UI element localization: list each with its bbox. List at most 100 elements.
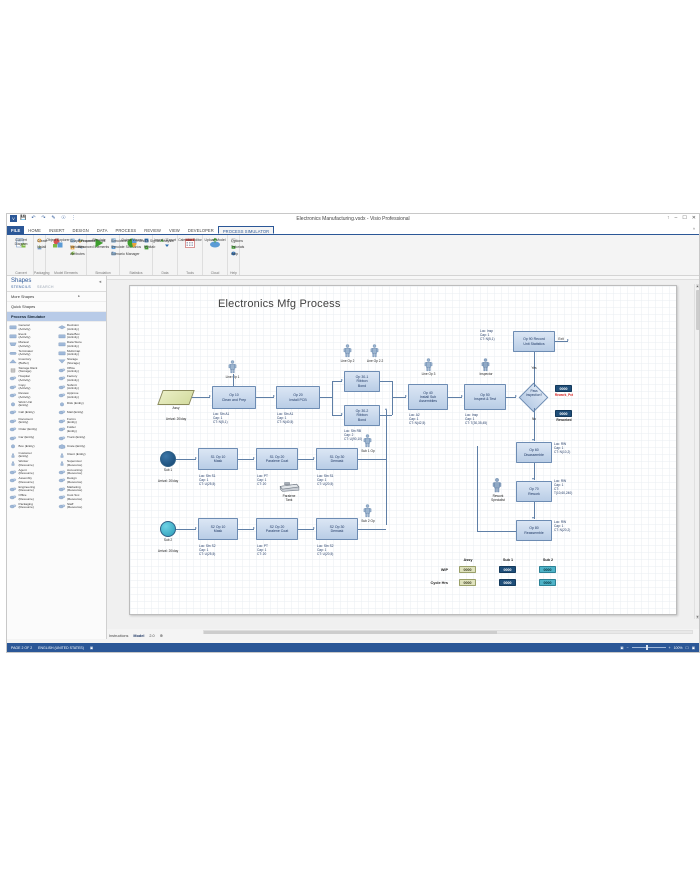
status-language[interactable]: ENGLISH (UNITED STATES) xyxy=(38,645,84,650)
tab-stencils[interactable]: STENCILS xyxy=(11,285,31,289)
tab-process-simulator[interactable]: PROCESS SIMULATOR xyxy=(217,226,275,234)
resource-groups-button[interactable]: Resource Groups xyxy=(78,238,105,243)
fit-page-icon[interactable]: ▣ xyxy=(620,645,624,650)
entity-sub1-shape[interactable] xyxy=(160,451,176,467)
install-button[interactable]: Install xyxy=(37,244,46,250)
macro-record-icon[interactable]: ▣ xyxy=(89,645,94,650)
tab-review[interactable]: REVIEW xyxy=(144,228,162,233)
stencil-item[interactable]: Inventory (Buffer) xyxy=(9,357,57,365)
activity-op30-1[interactable]: Op 30-1 Ribbon Bond xyxy=(344,371,380,392)
stencil-item[interactable]: Order (Entity) xyxy=(9,426,57,433)
stencil-item[interactable]: Call (Entity) xyxy=(9,409,57,416)
page-tab-instructions[interactable]: Instructions xyxy=(109,633,129,638)
entity-sub2-shape[interactable] xyxy=(160,521,176,537)
add-page-button[interactable]: ⊕ xyxy=(159,634,163,638)
activity-op40[interactable]: Op 40 Install Sub Assemblies xyxy=(408,384,448,410)
stats-wip-sub2[interactable]: 0000 xyxy=(539,566,556,573)
activity-op80[interactable]: Op 80 Reassemble xyxy=(516,520,552,541)
tab-data[interactable]: DATA xyxy=(96,228,108,233)
close-icon[interactable]: ✕ xyxy=(691,215,696,221)
status-page-indicator[interactable]: PAGE 2 OF 2 xyxy=(11,645,33,650)
upload-model-button[interactable]: Upload Model xyxy=(205,236,225,249)
tab-insert[interactable]: INSERT xyxy=(48,228,65,233)
canvas-scroll-region[interactable]: Electronics Mfg Process Assy Arrival: 20… xyxy=(107,280,699,629)
zoom-out-button[interactable]: − xyxy=(626,645,629,650)
presentation-icon[interactable]: ▣ xyxy=(691,645,695,650)
window-controls[interactable]: ↑ – ☐ ✕ xyxy=(667,215,696,221)
redo-icon[interactable]: ↷ xyxy=(41,215,46,221)
display-reworked-value[interactable]: 0000 xyxy=(555,410,572,417)
stencil-item[interactable]: Truck (Entity) xyxy=(58,435,106,442)
ribbon-tab-strip[interactable]: FILE HOME INSERT DESIGN DATA PROCESS REV… xyxy=(7,226,699,235)
zoom-level-label[interactable]: 100% xyxy=(673,645,683,650)
zoom-slider-knob[interactable] xyxy=(645,645,648,650)
stencil-item[interactable]: Multi-Cap (Activity) xyxy=(58,349,106,357)
entity-assy-shape[interactable] xyxy=(157,390,195,405)
quick-access-toolbar[interactable]: V 💾 ↶ ↷ ✎ ☉ ⋮ xyxy=(10,215,77,222)
object-explorer-button[interactable]: Object Explorer xyxy=(46,236,70,249)
full-screen-icon[interactable]: ☐ xyxy=(685,645,689,650)
tab-search[interactable]: SEARCH xyxy=(36,285,54,289)
minitab-button[interactable]: Minitab xyxy=(144,245,155,250)
calendar-editor-button[interactable]: Calendar Editor xyxy=(178,236,202,249)
horizontal-scroll-thumb[interactable] xyxy=(204,631,497,634)
resource-lineop3-icon[interactable] xyxy=(424,358,433,372)
activity-s2op30[interactable]: S2 Op 30 Demask xyxy=(316,518,358,540)
advanced-elements-button[interactable]: Advanced Elements xyxy=(78,245,109,250)
resource-rework-specialist-icon[interactable] xyxy=(492,478,502,493)
help-button[interactable]: ? Help xyxy=(231,251,238,256)
resource-lineop2-icon[interactable] xyxy=(343,344,352,358)
activity-s2op10[interactable]: S2 Op 10 Mask xyxy=(198,518,238,540)
stencil-item[interactable]: Review (Activity) xyxy=(9,391,57,399)
stats-cycle-assy[interactable]: 0000 xyxy=(459,579,476,586)
stencil-item[interactable]: Work Unit (Entity) xyxy=(9,400,57,408)
activity-op10[interactable]: Op 10 Clean and Prep xyxy=(212,386,256,409)
page-tab-model[interactable]: Model xyxy=(133,633,145,638)
stencil-item[interactable]: Packaging (Resource) xyxy=(9,502,57,510)
stencil-item[interactable]: Terminator (Activity) xyxy=(9,349,57,357)
customize-qat-icon[interactable]: ⋮ xyxy=(71,215,76,221)
stats-wip-assy[interactable]: 0000 xyxy=(459,566,476,573)
stencil-item[interactable]: Agent (Resource) xyxy=(9,468,57,476)
stencil-item[interactable]: Design (Resource) xyxy=(58,476,106,484)
stencil-item[interactable]: Disk (Entity) xyxy=(58,401,106,408)
attributes-button[interactable]: Attributes xyxy=(70,251,85,256)
stencil-item[interactable]: Worker (Resource) xyxy=(9,459,57,467)
resource-lineop22-icon[interactable] xyxy=(370,344,379,358)
stencil-item[interactable]: Storage (Storage) xyxy=(57,357,106,365)
horizontal-scrollbar[interactable] xyxy=(203,630,693,634)
stencil-item[interactable]: Accounting (Resource) xyxy=(58,468,106,476)
stencil-item[interactable]: Cust Svc (Resource) xyxy=(58,493,106,501)
stencil-item[interactable]: Factory (Activity) xyxy=(58,374,106,382)
activity-op60[interactable]: Op 60 Disassemble xyxy=(516,442,552,463)
page-tab-2-0[interactable]: 2.0 xyxy=(149,633,155,638)
zoom-slider[interactable] xyxy=(631,645,666,650)
stencil-item[interactable]: General (Activity) xyxy=(9,323,57,331)
create-button[interactable]: Create xyxy=(37,238,48,243)
stencil-item[interactable]: Office (Resource) xyxy=(9,493,57,501)
touch-mode-icon[interactable]: ☉ xyxy=(61,215,66,221)
resource-sub1op-icon[interactable] xyxy=(363,434,372,448)
drawing-page[interactable]: Electronics Mfg Process Assy Arrival: 20… xyxy=(129,285,677,615)
stencil-item[interactable]: Folder (Entity) xyxy=(58,425,106,433)
activity-op90[interactable]: Op 90 Record Unit Statistics xyxy=(513,331,555,352)
stencil-item[interactable]: Client (Entity) xyxy=(58,452,106,459)
activity-op50[interactable]: Op 50 Inspect & Test xyxy=(464,384,506,410)
output-viewer-button[interactable]: Output Viewer xyxy=(121,236,143,249)
restore-icon[interactable]: ☐ xyxy=(682,215,687,221)
resource-inspector-icon[interactable] xyxy=(481,358,490,372)
stencil-item[interactable]: Copy (Activity) xyxy=(9,383,57,391)
quick-shapes-row[interactable]: Quick Shapes xyxy=(7,302,106,312)
stencil-item[interactable]: Marketing (Resource) xyxy=(58,485,106,493)
ribbon-display-options-icon[interactable]: ↑ xyxy=(667,215,670,221)
page-tabs[interactable]: Instructions Model 2.0 ⊕ xyxy=(109,633,163,639)
tutorials-button[interactable]: Tutorials xyxy=(231,245,244,250)
stencil-item[interactable]: Data Box (Activity) xyxy=(58,332,106,340)
tab-home[interactable]: HOME xyxy=(28,228,41,233)
vertical-scrollbar[interactable]: ▲ ▼ xyxy=(694,284,699,619)
stats-cycle-sub1[interactable]: 0000 xyxy=(499,579,516,586)
stencil-item[interactable]: Customer (Entity) xyxy=(9,451,57,459)
stencil-item[interactable]: Manual (Activity) xyxy=(9,340,57,348)
zoom-in-button[interactable]: + xyxy=(668,645,671,650)
stencil-item[interactable]: Staff (Resource) xyxy=(58,502,106,510)
